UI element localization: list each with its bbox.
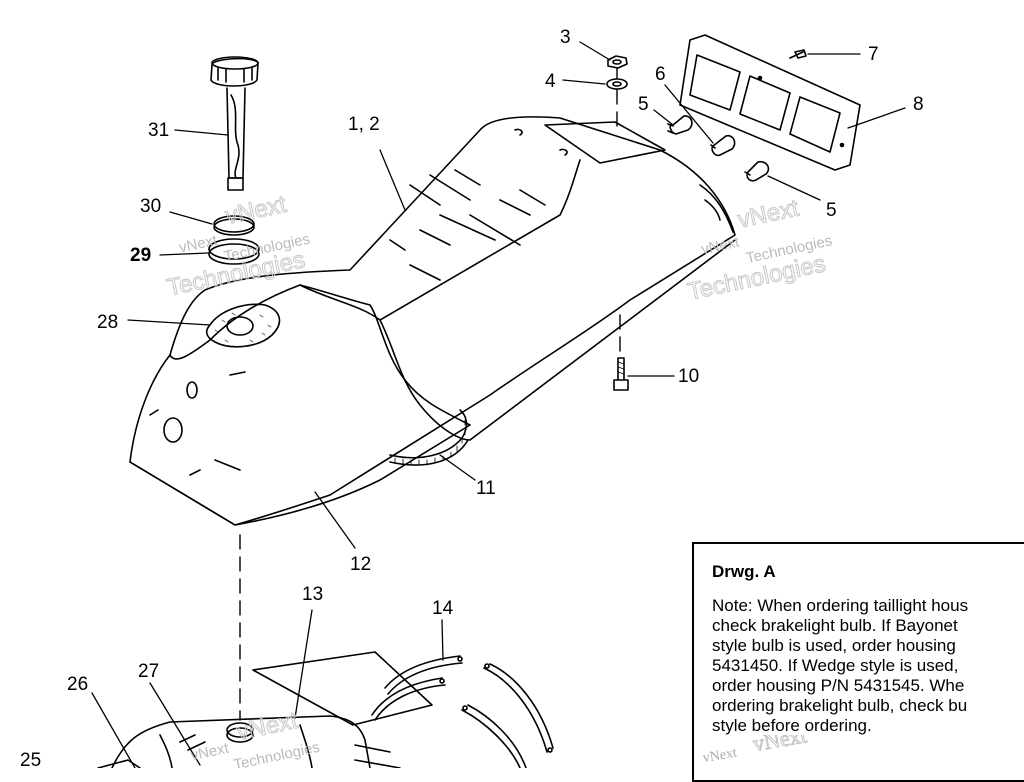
callout-5-upper: 5 — [638, 94, 649, 115]
watermark-right: vNext Technologies vNext Technologies — [685, 194, 834, 306]
svg-text:vNext: vNext — [735, 195, 801, 234]
note-line: style before ordering. — [712, 716, 872, 735]
callout-4: 4 — [545, 71, 556, 92]
svg-text:vNext: vNext — [178, 232, 220, 257]
note-line: 5431450. If Wedge style is used, — [712, 656, 959, 675]
svg-text:vNext: vNext — [700, 233, 742, 258]
watermark-bottom: vNext Technologies vNext — [189, 706, 321, 768]
plate-13 — [252, 651, 433, 726]
svg-text:vNext: vNext — [234, 707, 300, 746]
callout-8: 8 — [913, 94, 924, 115]
callout-14: 14 — [432, 598, 454, 619]
hood-body — [129, 116, 736, 526]
svg-text:vNext: vNext — [702, 746, 738, 767]
note-line: check brakelight bulb. If Bayonet — [712, 616, 958, 635]
seal-ring-29 — [208, 243, 260, 265]
callout-11: 11 — [476, 478, 496, 499]
note-line: style bulb is used, order housing — [712, 636, 956, 655]
fuel-cap-31 — [210, 57, 259, 87]
bulb-5-lower — [744, 160, 770, 182]
callout-13: 13 — [302, 584, 323, 605]
bulb-5-upper — [667, 115, 693, 135]
watermark-left: vNext Technologies vNext Technologies — [164, 190, 311, 302]
callout-1-2: 1, 2 — [348, 114, 380, 135]
note-box: Drwg. A Note: When ordering taillight ho… — [692, 542, 1024, 782]
svg-text:vNext: vNext — [751, 735, 808, 756]
note-line: ordering brakelight bulb, check bu — [712, 696, 968, 715]
callout-5-lower: 5 — [826, 200, 837, 221]
lower-tank — [111, 715, 371, 768]
screw-7 — [789, 49, 807, 59]
leader-lines — [91, 41, 906, 768]
svg-text:vNext: vNext — [189, 740, 231, 765]
bolt-10 — [613, 357, 629, 391]
callout-27: 27 — [138, 661, 159, 682]
washer-4 — [606, 78, 628, 90]
callout-10: 10 — [678, 366, 699, 387]
callout-31: 31 — [148, 120, 169, 141]
hood-vent-lines — [389, 169, 546, 281]
strips-14 — [371, 655, 554, 768]
callout-3: 3 — [560, 27, 571, 48]
callout-30: 30 — [140, 196, 161, 217]
callout-29: 29 — [130, 245, 151, 266]
lens-frame-8 — [679, 34, 861, 171]
cap-27 — [226, 722, 254, 738]
nut-3 — [607, 55, 628, 69]
watermark-note: vNext vNext — [702, 735, 809, 767]
filler-neck-gasket — [205, 303, 281, 348]
hood-hole-large — [163, 417, 183, 443]
callout-25: 25 — [20, 750, 41, 768]
hood-hole-small — [186, 381, 198, 399]
callout-12: 12 — [350, 554, 371, 575]
bulb-6 — [710, 134, 736, 157]
note-line: Note: When ordering taillight hous — [712, 596, 969, 615]
note-title: Drwg. A — [712, 562, 776, 581]
note-line: order housing P/N 5431545. Whe — [712, 676, 965, 695]
callout-6: 6 — [655, 64, 666, 85]
callout-28: 28 — [97, 312, 118, 333]
svg-text:vNext: vNext — [223, 191, 289, 230]
callout-7: 7 — [868, 44, 879, 65]
callout-26: 26 — [67, 674, 88, 695]
bracket-26 — [97, 759, 141, 768]
seal-ring-30 — [213, 218, 255, 236]
hood-lower-edge — [379, 239, 736, 441]
taillight-window — [544, 121, 666, 164]
